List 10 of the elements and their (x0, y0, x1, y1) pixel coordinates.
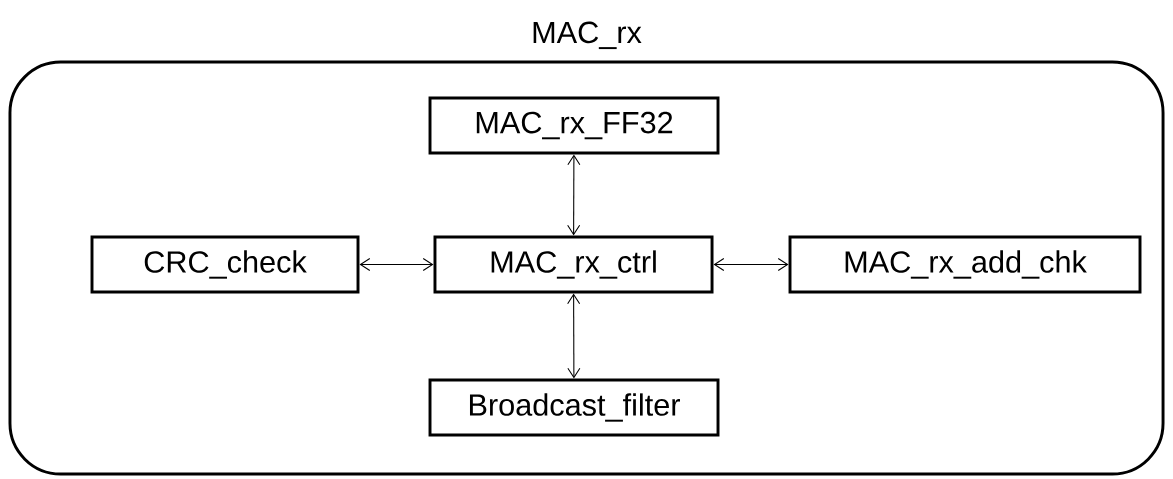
block-box: MAC_rx_add_chk (788, 235, 1142, 294)
arrow (359, 257, 434, 272)
block-box: MAC_rx_ctrl (433, 235, 714, 294)
node-label: MAC_rx (533, 21, 642, 50)
arrow (713, 257, 789, 272)
block-box: Broadcast_filter (428, 378, 720, 437)
block-box: CRC_check (90, 235, 360, 294)
arrow (567, 154, 581, 236)
block-box: MAC_rx_FF32 (428, 96, 720, 155)
arrow (567, 293, 581, 379)
